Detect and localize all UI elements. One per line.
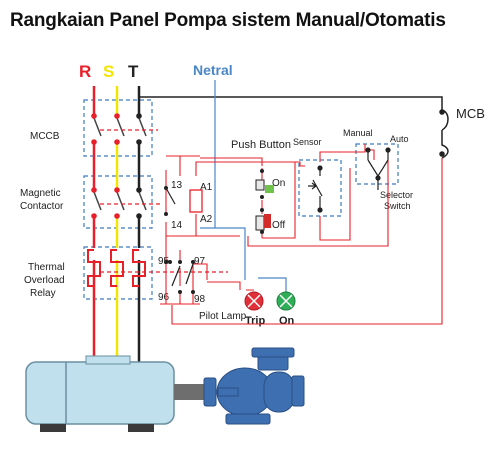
auto-label: Auto xyxy=(390,134,409,144)
mccb-label: MCCB xyxy=(30,131,60,142)
terminal-97: 97 xyxy=(194,256,206,267)
mcb-feed-line xyxy=(138,96,443,110)
mcb-label: MCB xyxy=(456,106,485,121)
on-button-label: On xyxy=(272,178,286,189)
page-title: Rangkaian Panel Pompa sistem Manual/Otom… xyxy=(10,10,446,31)
selector-label: Selector xyxy=(380,190,414,200)
thermal-elements xyxy=(87,249,146,287)
neutral-line xyxy=(214,80,246,280)
trip-lamp xyxy=(244,291,264,311)
contact-dots xyxy=(164,186,195,294)
terminal-95: 95 xyxy=(158,256,170,267)
terminal-96: 96 xyxy=(158,292,170,303)
mcb-symbol xyxy=(439,109,449,159)
off-push-button[interactable] xyxy=(255,208,271,234)
terminal-a2: A2 xyxy=(200,214,213,225)
phase-t-label: T xyxy=(128,62,139,81)
aux-contacts xyxy=(165,187,194,287)
magnetic-label: Magnetic xyxy=(20,188,61,199)
terminal-98: 98 xyxy=(194,294,206,305)
phase-lines xyxy=(92,86,141,370)
push-button-label: Push Button xyxy=(231,139,291,151)
on-lamp xyxy=(276,291,296,311)
mechanical-links xyxy=(100,129,228,273)
pilot-lamp-label: Pilot Lamp xyxy=(199,311,247,322)
manual-label: Manual xyxy=(343,128,373,138)
thermal-label: Thermal xyxy=(28,262,65,273)
on-push-button[interactable] xyxy=(255,169,274,199)
selector-switch[interactable] xyxy=(365,147,391,190)
off-button-label: Off xyxy=(272,220,286,231)
sensor-label: Sensor xyxy=(293,137,322,147)
terminal-14: 14 xyxy=(171,220,183,231)
selector-box xyxy=(355,143,399,185)
contactor-label: Contactor xyxy=(20,201,64,212)
sensor-contact xyxy=(308,165,323,213)
pump xyxy=(203,347,305,425)
phase-s-label: S xyxy=(103,62,115,81)
netral-label: Netral xyxy=(193,62,233,78)
relay-label: Relay xyxy=(30,288,56,299)
terminal-a1: A1 xyxy=(200,182,213,193)
phase-r-label: R xyxy=(79,62,92,81)
motor xyxy=(25,355,204,432)
overload-label: Overload xyxy=(24,275,65,286)
contactor-coil xyxy=(189,189,203,213)
switch-label: Switch xyxy=(384,201,411,211)
control-wiring xyxy=(160,144,443,325)
breaker-contacts xyxy=(92,117,147,214)
terminal-13: 13 xyxy=(171,180,183,191)
